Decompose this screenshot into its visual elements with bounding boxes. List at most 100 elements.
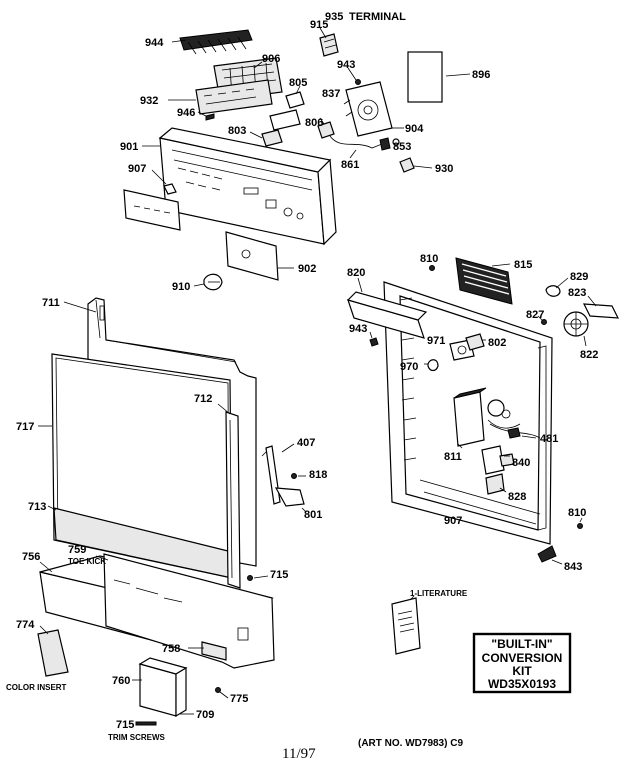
label-904: 904	[405, 123, 424, 135]
kit-box-line-3: KIT	[512, 664, 532, 678]
label-481: 481	[540, 433, 558, 445]
label-829: 829	[570, 271, 588, 283]
label-color-insert: COLOR INSERT	[6, 683, 67, 692]
part-827-screw	[541, 319, 547, 325]
part-943-screw-right	[369, 337, 379, 347]
part-775-screw	[215, 687, 221, 693]
label-806: 806	[305, 117, 323, 129]
part-907-button-pad	[123, 189, 181, 231]
part-853-lamp	[392, 138, 400, 146]
label-818: 818	[309, 469, 327, 481]
footer-date: 11/97	[282, 746, 316, 762]
part-805-clip	[285, 91, 305, 109]
label-906: 906	[262, 53, 280, 65]
label-758: 758	[162, 643, 180, 655]
part-810-screw-bottom	[577, 523, 583, 529]
part-823-fan-shaft	[582, 303, 620, 319]
label-971: 971	[427, 335, 445, 347]
label-805: 805	[289, 77, 307, 89]
label-810-top: 810	[420, 253, 438, 265]
label-810-bottom: 810	[568, 507, 586, 519]
part-861-wire-lead	[329, 135, 391, 151]
label-820: 820	[347, 267, 365, 279]
label-946: 946	[177, 107, 195, 119]
part-407-hinge-bracket	[261, 445, 281, 505]
label-861: 861	[341, 159, 359, 171]
kit-box	[472, 632, 572, 694]
part-803-switch	[261, 129, 283, 147]
part-907-knob	[163, 183, 177, 195]
label-907-right: 907	[444, 515, 462, 527]
label-literature: 1-LITERATURE	[410, 589, 468, 598]
part-910-knob	[203, 273, 223, 291]
part-902-end-cap	[225, 231, 279, 281]
kit-box-line-2: CONVERSION	[482, 651, 563, 665]
label-837: 837	[322, 88, 340, 100]
label-828: 828	[508, 491, 526, 503]
part-904-timer	[343, 81, 393, 137]
label-709: 709	[196, 709, 214, 721]
label-843: 843	[564, 561, 582, 573]
part-915-terminal	[319, 33, 339, 57]
part-801-hinge-arm	[274, 487, 305, 507]
part-930-knob-insert	[399, 157, 415, 173]
part-806-switch	[317, 121, 335, 139]
label-802: 802	[488, 337, 506, 349]
label-711: 711	[42, 297, 60, 309]
part-820-vent-duct	[346, 291, 428, 339]
label-756: 756	[22, 551, 40, 563]
part-896-label-card	[407, 51, 443, 103]
label-901: 901	[120, 141, 138, 153]
label-715-right: 715	[270, 569, 288, 581]
label-935: 935	[325, 11, 343, 23]
label-932: 932	[140, 95, 158, 107]
part-774-color-insert	[37, 629, 69, 677]
part-843-door-hinge	[537, 545, 557, 563]
label-910: 910	[172, 281, 190, 293]
label-907-top: 907	[128, 163, 146, 175]
part-901-control-panel	[158, 127, 337, 246]
label-715-bottom: 715	[116, 719, 134, 731]
label-930: 930	[435, 163, 453, 175]
label-712: 712	[194, 393, 212, 405]
part-822-fan	[563, 311, 589, 337]
label-853: 853	[393, 141, 411, 153]
part-715-screw	[247, 575, 253, 581]
part-760-trim-channel	[138, 657, 188, 718]
label-trim-screws: TRIM SCREWS	[108, 733, 166, 742]
label-774: 774	[16, 619, 35, 631]
literature-booklet	[391, 597, 421, 655]
label-713: 713	[28, 501, 46, 513]
label-760: 760	[112, 675, 130, 687]
label-827: 827	[526, 309, 544, 321]
label-970: 970	[400, 361, 418, 373]
label-944: 944	[145, 37, 164, 49]
label-811: 811	[444, 451, 462, 463]
part-943-screw	[355, 79, 361, 85]
kit-box-line-4: WD35X0193	[488, 677, 556, 691]
part-829-washer	[545, 285, 561, 297]
label-801: 801	[304, 509, 322, 521]
part-944-wire-harness-connector	[179, 29, 253, 55]
part-828-switch	[485, 473, 505, 495]
part-970-gasket	[427, 359, 439, 372]
label-815: 815	[514, 259, 532, 271]
part-481-wire-harness	[489, 423, 541, 439]
part-802-sensor	[465, 333, 485, 351]
label-943-right: 943	[349, 323, 367, 335]
footer-art-number: (ART NO. WD7983) C9	[358, 738, 463, 749]
label-915: 915	[310, 19, 328, 31]
part-758-bracket	[201, 641, 227, 661]
label-822: 822	[580, 349, 598, 361]
part-932-circuit-board	[195, 79, 273, 115]
label-775: 775	[230, 693, 248, 705]
part-810-screw-top	[429, 265, 435, 271]
label-terminal: TERMINAL	[349, 11, 406, 23]
label-717: 717	[16, 421, 34, 433]
part-837-bracket	[269, 109, 301, 131]
label-407: 407	[297, 437, 315, 449]
kit-box-line-1: "BUILT-IN"	[491, 637, 552, 651]
label-823: 823	[568, 287, 586, 299]
label-759: 759	[68, 544, 86, 556]
